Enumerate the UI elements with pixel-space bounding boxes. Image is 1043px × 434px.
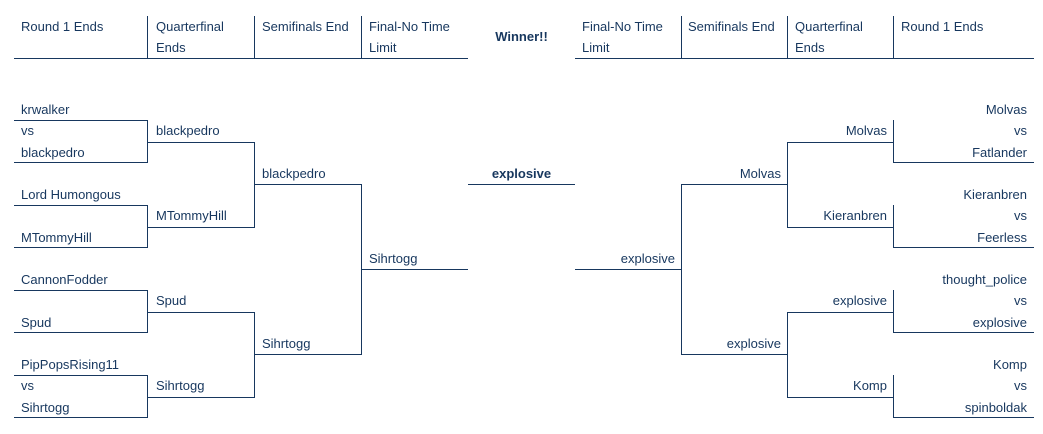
bracket-line (254, 354, 361, 355)
right-qf-player: Molvas (845, 123, 887, 138)
right-qf-player: Komp (853, 378, 887, 393)
right-r1-player: Komp (993, 357, 1027, 372)
left-qf-player: Sihrtogg (156, 378, 205, 393)
header-divider (681, 16, 682, 58)
left-r1-player: Lord Humongous (21, 187, 121, 202)
right-final-player: explosive (620, 251, 675, 266)
right-r1-player: explosive (972, 315, 1027, 330)
right-r1-player: Fatlander (972, 145, 1027, 160)
bracket-line (147, 120, 148, 163)
bracket-line (14, 205, 147, 206)
header-divider (787, 16, 788, 58)
left-r1-player: MTommyHill (21, 230, 92, 245)
header-divider (361, 16, 362, 58)
bracket-line (147, 142, 254, 143)
bracket-line (893, 205, 894, 248)
right-qf-player: Kieranbren (823, 208, 887, 223)
bracket-line (361, 269, 468, 270)
left-qf-player: MTommyHill (156, 208, 227, 223)
bracket-line (681, 184, 787, 185)
header-rule-left (14, 58, 468, 59)
vs-label: vs (1014, 123, 1027, 138)
right-sf-player: Molvas (739, 166, 781, 181)
bracket-line (14, 120, 147, 121)
bracket-line (787, 312, 893, 313)
bracket-line (147, 227, 254, 228)
bracket-line (147, 375, 148, 418)
right-sf-player: explosive (726, 336, 781, 351)
header-semifinal-right: Semifinals End (688, 19, 775, 34)
bracket-line (893, 332, 1034, 333)
header-divider (893, 16, 894, 58)
vs-label: vs (21, 123, 34, 138)
vs-label: vs (21, 378, 34, 393)
left-r1-player: Sihrtogg (21, 400, 70, 415)
right-r1-player: Feerless (977, 230, 1027, 245)
header-quarterfinal-left: Quarterfinal Ends (156, 19, 224, 55)
header-round1-right: Round 1 Ends (901, 19, 984, 34)
bracket-line (147, 312, 254, 313)
left-r1-player: CannonFodder (21, 272, 108, 287)
left-final-player: Sihrtogg (369, 251, 418, 266)
bracket-line (254, 312, 255, 398)
left-sf-player: blackpedro (262, 166, 326, 181)
header-divider (254, 16, 255, 58)
vs-label: vs (1014, 208, 1027, 223)
bracket-line (14, 162, 147, 163)
header-final-right: Final-No Time Limit (582, 19, 663, 55)
bracket-line (893, 162, 1034, 163)
bracket-line (893, 375, 894, 418)
winner-header: Winner!! (495, 29, 548, 44)
left-r1-player: PipPopsRising11 (21, 357, 120, 372)
left-qf-player: Spud (156, 293, 187, 308)
header-semifinal-left: Semifinals End (262, 19, 349, 34)
vs-label: vs (1014, 293, 1027, 308)
left-r1-player: krwalker (21, 102, 70, 117)
bracket-line (14, 375, 147, 376)
bracket-line (787, 312, 788, 398)
bracket-line (681, 184, 682, 355)
right-qf-player: explosive (832, 293, 887, 308)
bracket-line (787, 142, 788, 228)
bracket-line (147, 397, 254, 398)
bracket-line (575, 269, 681, 270)
bracket-line (787, 397, 893, 398)
bracket-line (893, 120, 894, 163)
header-divider (147, 16, 148, 58)
vs-label: vs (1014, 378, 1027, 393)
right-r1-player: Molvas (985, 102, 1027, 117)
bracket-line (147, 205, 148, 248)
header-final-left: Final-No Time Limit (369, 19, 450, 55)
bracket-line (14, 247, 147, 248)
bracket-line (893, 247, 1034, 248)
bracket-line (787, 142, 893, 143)
bracket-line (14, 417, 147, 418)
header-rule-right (575, 58, 1034, 59)
left-r1-player: blackpedro (21, 145, 85, 160)
bracket-line (147, 290, 148, 333)
header-round1-left: Round 1 Ends (21, 19, 104, 34)
bracket-line (14, 290, 147, 291)
right-r1-player: Kieranbren (963, 187, 1027, 202)
bracket-line (787, 227, 893, 228)
left-qf-player: blackpedro (156, 123, 220, 138)
bracket-line (254, 142, 255, 228)
bracket-line (893, 417, 1034, 418)
winner-line (468, 184, 575, 185)
left-sf-player: Sihrtogg (262, 336, 311, 351)
bracket-line (254, 184, 361, 185)
header-quarterfinal-right: Quarterfinal Ends (795, 19, 863, 55)
right-r1-player: spinboldak (964, 400, 1027, 415)
bracket-line (14, 332, 147, 333)
bracket-line (681, 354, 787, 355)
bracket-line (893, 290, 894, 333)
right-r1-player: thought_police (942, 272, 1027, 287)
left-r1-player: Spud (21, 315, 52, 330)
winner-name: explosive (491, 166, 552, 181)
